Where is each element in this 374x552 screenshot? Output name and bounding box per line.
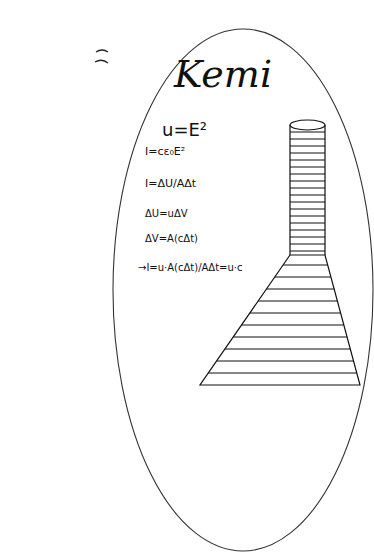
flask-drawing [200, 120, 360, 385]
heading-text: Kemi [174, 54, 272, 96]
formula-text: ΔU=uΔV [145, 208, 188, 219]
oval-line [113, 29, 373, 551]
formula-text: I=cε₀E² [145, 146, 185, 158]
stray-mark [95, 50, 108, 63]
formula-text: →I=u·A(cΔt)/AΔt=u·c [138, 262, 243, 273]
oval-shape [112, 28, 374, 552]
formula-text: u=E² [162, 120, 207, 140]
formula-text: ΔV=A(cΔt) [145, 233, 198, 244]
oval-outline: Kemi u=E² I=cε₀E² I=ΔU/AΔtΔU=uΔV ΔV=A(cΔt) →I… [112, 28, 374, 552]
formula-text: I=ΔU/AΔt [145, 178, 196, 190]
